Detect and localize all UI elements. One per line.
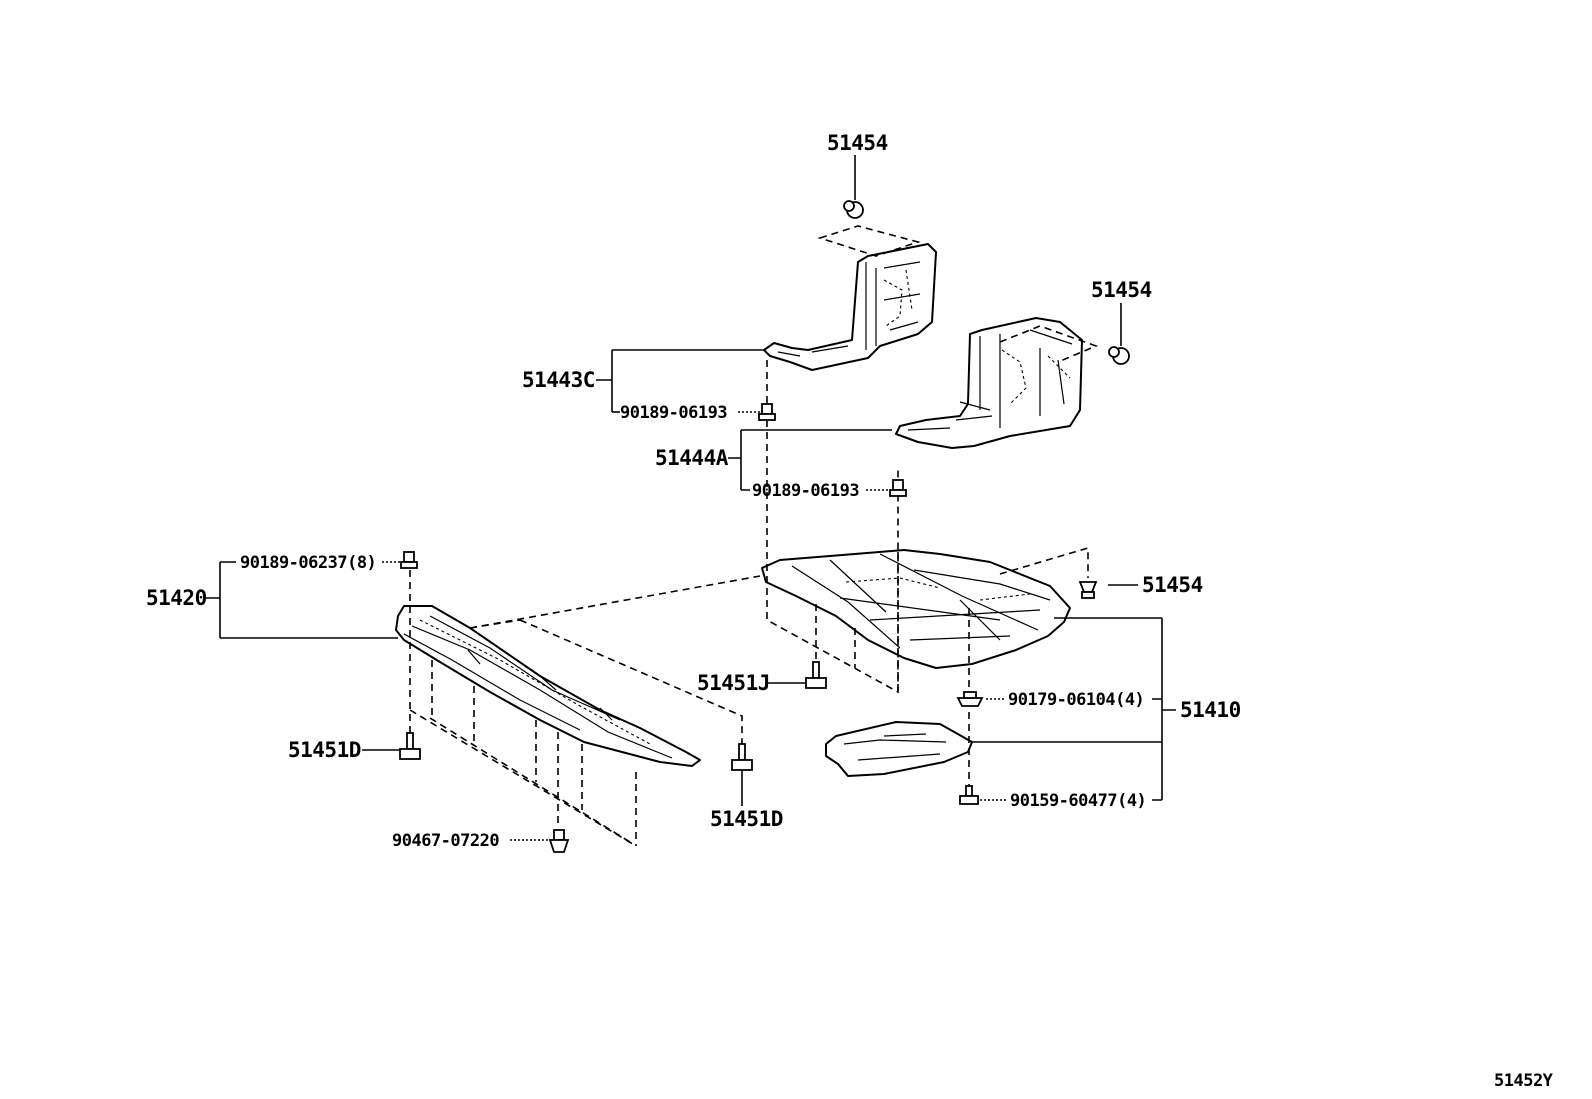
- clip-90467-07220-icon[interactable]: [548, 829, 570, 853]
- callout-51420[interactable]: 51420: [146, 586, 207, 610]
- leader-lines: [206, 155, 1176, 841]
- part-51444a-shield[interactable]: [895, 317, 1083, 449]
- nut-90179-06104-icon[interactable]: [956, 691, 984, 707]
- callout-51410[interactable]: 51410: [1180, 698, 1241, 722]
- clip-51454-right-top-icon[interactable]: [1108, 346, 1130, 365]
- callout-90189-06193-a[interactable]: 90189-06193: [620, 403, 728, 423]
- callout-51451d-right[interactable]: 51451D: [710, 807, 783, 831]
- callout-90189-06193-b[interactable]: 90189-06193: [752, 481, 860, 501]
- bolt-90189-06193-a-icon[interactable]: [758, 403, 776, 421]
- part-51410-under-cover[interactable]: [761, 549, 1071, 669]
- callout-90189-06237[interactable]: 90189-06237(8): [240, 553, 377, 573]
- screw-51451d-left-icon[interactable]: [399, 732, 421, 760]
- screw-90159-60477-icon[interactable]: [959, 785, 979, 805]
- callout-90179-06104[interactable]: 90179-06104(4): [1008, 690, 1145, 710]
- callout-51454-right-mid[interactable]: 51454: [1142, 573, 1203, 597]
- clip-51454-top-icon[interactable]: [843, 200, 864, 219]
- screw-51451d-right-icon[interactable]: [731, 743, 753, 771]
- callout-51443c[interactable]: 51443C: [522, 368, 595, 392]
- part-51443c-shield[interactable]: [763, 243, 937, 371]
- callout-labels: 51454 51454 51454 51443C 90189-06193 514…: [146, 131, 1554, 1091]
- fasteners: [399, 200, 1130, 853]
- callout-51451d-left[interactable]: 51451D: [288, 738, 361, 762]
- callout-90159-60477[interactable]: 90159-60477(4): [1010, 791, 1147, 811]
- callout-51454-top[interactable]: 51454: [827, 131, 888, 155]
- callout-51454-right-top[interactable]: 51454: [1091, 278, 1152, 302]
- bolt-90189-06193-b-icon[interactable]: [889, 479, 907, 497]
- part-51410-lower-plate[interactable]: [825, 721, 973, 777]
- part-51420-front-cover[interactable]: [395, 605, 701, 767]
- callout-90467-07220[interactable]: 90467-07220: [392, 831, 500, 851]
- diagram-reference-code: 51452Y: [1494, 1071, 1554, 1091]
- alignment-dashes: [409, 225, 1099, 847]
- bolt-90189-06237-icon[interactable]: [400, 551, 418, 569]
- callout-51451j[interactable]: 51451J: [697, 671, 770, 695]
- callout-51444a[interactable]: 51444A: [655, 446, 729, 470]
- screw-51451j-icon[interactable]: [805, 661, 827, 689]
- clip-51454-right-mid-icon[interactable]: [1078, 581, 1098, 599]
